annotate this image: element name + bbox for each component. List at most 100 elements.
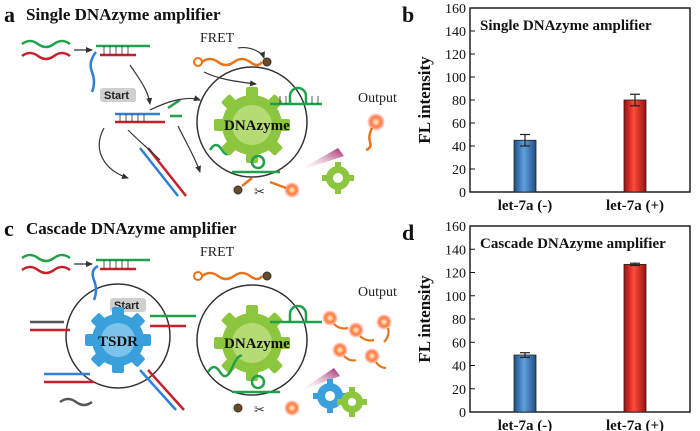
small-gear xyxy=(322,162,354,194)
released-gray xyxy=(59,397,93,407)
category-label: let-7a (-) xyxy=(498,198,553,214)
y-tick-label: 60 xyxy=(452,117,466,132)
y-axis-label: FL intensity xyxy=(415,275,434,363)
start-label: Start xyxy=(104,90,129,102)
y-tick-label: 20 xyxy=(452,383,466,398)
output-label: Output xyxy=(358,285,397,300)
glow-fluorophore xyxy=(284,400,300,416)
output-label: Output xyxy=(358,91,397,106)
bar xyxy=(513,139,537,193)
y-tick-label: 0 xyxy=(459,406,466,421)
y-tick-label: 0 xyxy=(459,186,466,201)
y-tick-label: 120 xyxy=(445,48,466,63)
scheme-title-cascade: Cascade DNAzyme amplifier xyxy=(26,219,237,238)
dnazyme-strand xyxy=(206,354,243,378)
base-pairs xyxy=(103,260,129,269)
arrow xyxy=(237,47,265,59)
small-gear-green xyxy=(337,387,367,417)
released-green xyxy=(167,98,182,118)
panel-letter-c: c xyxy=(4,216,14,241)
panel-letter-a: a xyxy=(4,2,15,27)
fret-label: FRET xyxy=(200,245,235,260)
y-tick-label: 140 xyxy=(445,25,466,40)
bar xyxy=(513,354,537,413)
quencher xyxy=(262,271,272,281)
y-axis-label: FL intensity xyxy=(415,56,434,144)
dnazyme-label: DNAzyme xyxy=(224,118,290,134)
chart-title: Cascade DNAzyme amplifier xyxy=(480,236,666,252)
scissors-icon: ✂ xyxy=(254,184,265,199)
fragment xyxy=(241,177,253,187)
diag-duplex-blue xyxy=(139,369,177,411)
output-fluorophores xyxy=(322,310,392,370)
chart-title: Single DNAzyme amplifier xyxy=(480,18,652,34)
scheme-single: a Single DNAzyme amplifier Start FRET xyxy=(4,2,397,199)
substrate-loop xyxy=(250,374,266,390)
y-tick-label: 40 xyxy=(452,360,466,375)
category-label: let-7a (+) xyxy=(606,198,664,214)
scheme-cascade: c Cascade DNAzyme amplifier FRET Start xyxy=(4,216,397,417)
cycle-circle xyxy=(196,284,308,396)
output-fluorophore xyxy=(367,113,385,131)
y-tick-label: 80 xyxy=(452,94,466,109)
scheme-title-single: Single DNAzyme amplifier xyxy=(26,5,221,24)
diag-duplex-red xyxy=(147,147,187,197)
plot-frame xyxy=(469,225,691,413)
arrow xyxy=(98,127,129,179)
probe-strand-red xyxy=(21,51,71,61)
cycle-circle xyxy=(196,66,308,178)
dnazyme-gear xyxy=(214,87,290,163)
arrow xyxy=(177,125,201,173)
y-tick-label: 20 xyxy=(452,163,466,178)
quencher-cleaved xyxy=(233,403,243,413)
quencher xyxy=(262,57,272,67)
arrow xyxy=(149,95,201,111)
plot-frame xyxy=(469,7,691,193)
excitation-beam xyxy=(296,148,344,172)
base-pairs xyxy=(119,114,145,122)
fragment xyxy=(269,180,287,190)
panel-letter-b: b xyxy=(402,2,414,27)
y-tick-label: 140 xyxy=(445,243,466,258)
diag-duplex-red xyxy=(147,369,185,411)
panel-letter-d: d xyxy=(402,220,414,245)
bar xyxy=(623,99,647,193)
dnazyme-label: DNAzyme xyxy=(224,336,290,352)
tsdr-cycle xyxy=(65,283,171,389)
diag-duplex-blue xyxy=(139,147,179,197)
target-strand-green xyxy=(21,39,71,49)
fluorophore xyxy=(193,57,203,67)
output-strand xyxy=(365,127,374,152)
start-badge xyxy=(100,88,136,102)
base-pairs xyxy=(103,46,129,55)
excitation-beam xyxy=(298,368,340,392)
tsdr-gear xyxy=(85,307,151,373)
fret-label: FRET xyxy=(200,31,235,46)
y-tick-label: 60 xyxy=(452,336,466,351)
scissors-icon: ✂ xyxy=(254,402,265,417)
hairpin-loop xyxy=(288,304,308,322)
y-tick-label: 100 xyxy=(445,290,466,305)
y-tick-label: 160 xyxy=(445,2,466,17)
bar xyxy=(623,263,647,413)
dnazyme-gear xyxy=(214,305,290,381)
glow-fluorophore xyxy=(284,182,300,198)
fret-probe-strand xyxy=(201,57,264,67)
base-pairs xyxy=(279,96,319,104)
y-tick-label: 160 xyxy=(445,220,466,235)
target-strand-green xyxy=(21,253,71,263)
fluorophore xyxy=(193,271,203,281)
tsdr-label: TSDR xyxy=(98,334,138,350)
y-tick-label: 100 xyxy=(445,71,466,86)
category-label: let-7a (-) xyxy=(498,418,553,431)
category-label: let-7a (+) xyxy=(606,418,664,431)
fret-probe-strand xyxy=(201,271,264,281)
let7a-strand xyxy=(91,264,99,301)
arrow xyxy=(129,64,153,105)
hairpin-loop xyxy=(288,86,308,104)
substrate-loop xyxy=(250,154,266,170)
arrow-line xyxy=(127,129,161,161)
